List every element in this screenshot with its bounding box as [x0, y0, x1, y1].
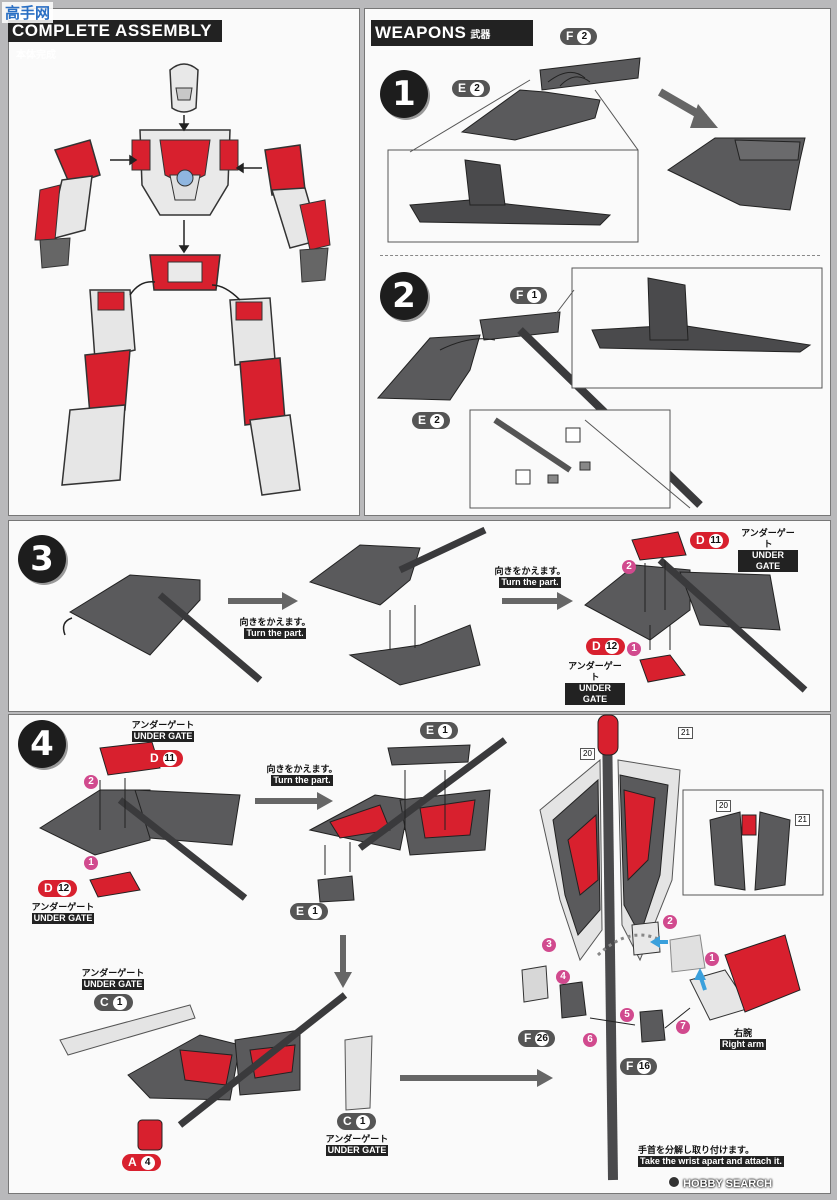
order-badge-final-5: 5 [620, 1008, 634, 1022]
order-badge-final-2: 2 [663, 915, 677, 929]
right-arm-note: 右腕 Right arm [718, 1028, 768, 1050]
under-gate-note-d11-step4: アンダーゲート UNDER GATE [130, 720, 196, 742]
sticker-label-20: 20 [580, 748, 595, 760]
under-gate-note-d12-step4: アンダーゲート UNDER GATE [30, 902, 96, 924]
order-badge-step4-2: 2 [84, 775, 98, 789]
sticker-label-21: 21 [678, 727, 693, 739]
order-badge-final-1: 1 [705, 952, 719, 966]
hobby-search-watermark: HOBBY SEARCH [668, 1176, 772, 1190]
under-gate-note-c1-right: アンダーゲート UNDER GATE [324, 1134, 390, 1156]
order-badge-step4-1: 1 [84, 856, 98, 870]
order-badge-final-6: 6 [583, 1033, 597, 1047]
order-badge-final-3: 3 [542, 938, 556, 952]
under-gate-note-c1-left: アンダーゲート UNDER GATE [80, 968, 146, 990]
order-badge-final-7: 7 [676, 1020, 690, 1034]
wrist-note: 手首を分解し取り付けます。 Take the wrist apart and a… [638, 1145, 798, 1167]
turn-note-step4: 向きをかえます。 Turn the part. [262, 764, 342, 786]
order-badge-final-4: 4 [556, 970, 570, 984]
hobby-search-text: HOBBY SEARCH [683, 1178, 772, 1190]
sticker-label-21-inset: 21 [795, 814, 810, 826]
sticker-label-20-inset: 20 [716, 800, 731, 812]
hobby-search-icon [668, 1176, 680, 1188]
